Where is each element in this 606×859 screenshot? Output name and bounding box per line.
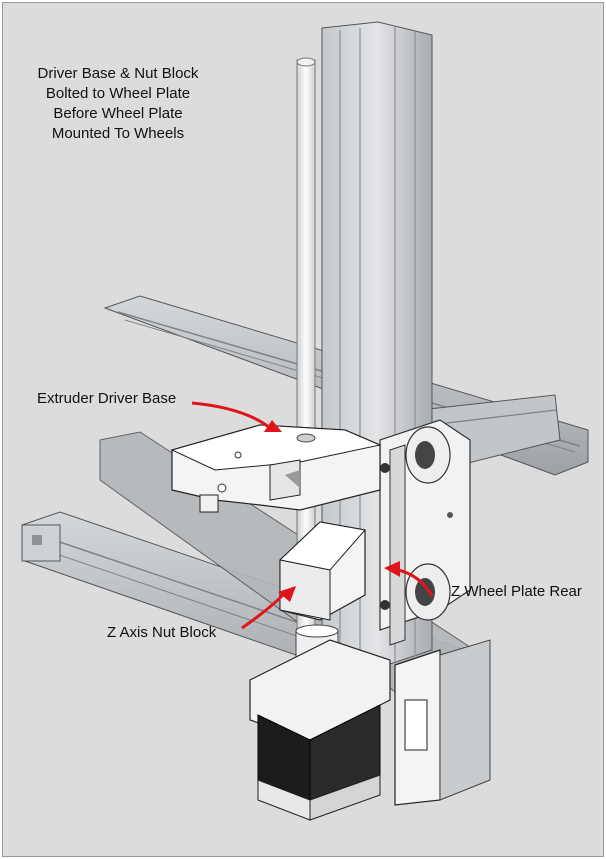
callout-arrow-nut-block <box>241 586 296 630</box>
diagram-caption: Driver Base & Nut Block Bolted to Wheel … <box>20 64 216 144</box>
label-extruder-driver-base: Extruder Driver Base <box>37 390 177 407</box>
extruder-driver-base-part <box>170 424 382 513</box>
label-z-axis-nut-block: Z Axis Nut Block <box>107 624 217 641</box>
caption-line: Before Wheel Plate <box>53 105 183 122</box>
callout-arrow-driver-base <box>191 401 282 432</box>
caption-line: Driver Base & Nut Block <box>37 65 199 82</box>
stepper-motor <box>249 624 391 821</box>
corner-bracket <box>394 639 491 806</box>
z-axis-nut-block-part <box>278 521 366 621</box>
callout-arrow-wheel-plate <box>384 561 434 597</box>
label-z-wheel-plate-rear: Z Wheel Plate Rear <box>451 583 582 600</box>
caption-line: Mounted To Wheels <box>51 125 185 142</box>
caption-line: Bolted to Wheel Plate <box>45 85 191 102</box>
v-wheel-upper <box>405 426 451 484</box>
